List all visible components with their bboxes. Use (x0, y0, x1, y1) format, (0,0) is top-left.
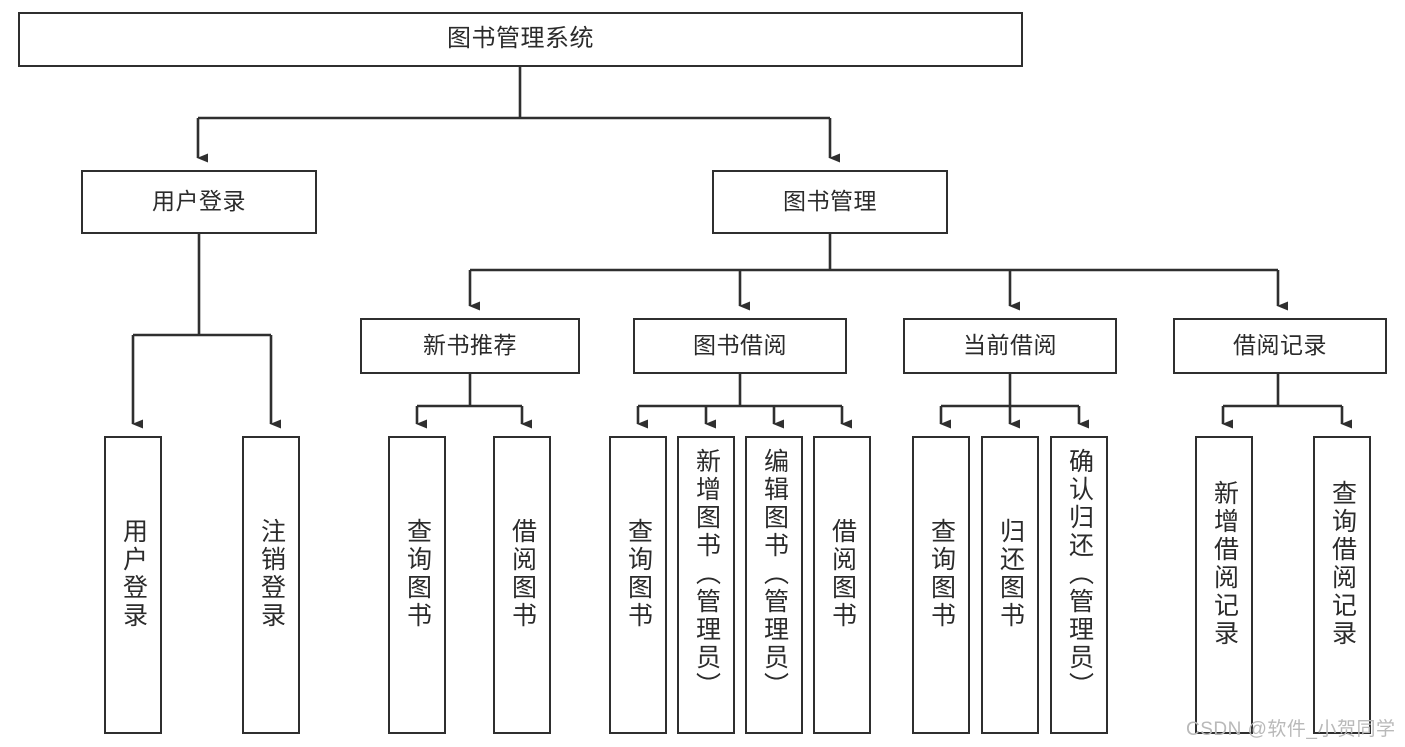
node-leaf-query-book-2[interactable]: 查询图书 (609, 436, 667, 734)
node-leaf-query-book-1-label: 查询图书 (403, 518, 432, 630)
node-leaf-edit-book-admin-label: 编辑图书（管理员） (760, 448, 789, 700)
node-new-book-recommend[interactable]: 新书推荐 (360, 318, 580, 374)
node-leaf-return-book[interactable]: 归还图书 (981, 436, 1039, 734)
node-user-login[interactable]: 用户登录 (81, 170, 317, 234)
node-leaf-query-borrow-record-label: 查询借阅记录 (1328, 480, 1357, 648)
node-leaf-query-book-2-label: 查询图书 (624, 518, 653, 630)
node-leaf-borrow-book-2-label: 借阅图书 (828, 518, 857, 630)
node-book-management[interactable]: 图书管理 (712, 170, 948, 234)
node-leaf-edit-book-admin[interactable]: 编辑图书（管理员） (745, 436, 803, 734)
node-book-borrow[interactable]: 图书借阅 (633, 318, 847, 374)
node-leaf-add-borrow-record[interactable]: 新增借阅记录 (1195, 436, 1253, 734)
node-new-book-recommend-label: 新书推荐 (423, 332, 517, 359)
node-leaf-borrow-book-1-label: 借阅图书 (508, 518, 537, 630)
node-leaf-return-book-label: 归还图书 (996, 518, 1025, 630)
node-borrow-record-label: 借阅记录 (1233, 332, 1327, 359)
node-book-borrow-label: 图书借阅 (693, 332, 787, 359)
node-leaf-query-book-3[interactable]: 查询图书 (912, 436, 970, 734)
node-leaf-borrow-book-1[interactable]: 借阅图书 (493, 436, 551, 734)
node-leaf-add-book-admin[interactable]: 新增图书（管理员） (677, 436, 735, 734)
node-leaf-add-book-admin-label: 新增图书（管理员） (692, 448, 721, 700)
node-leaf-confirm-return-admin-label: 确认归还（管理员） (1065, 448, 1094, 700)
node-leaf-user-login[interactable]: 用户登录 (104, 436, 162, 734)
node-borrow-record[interactable]: 借阅记录 (1173, 318, 1387, 374)
node-user-login-label: 用户登录 (152, 188, 246, 215)
node-leaf-logout-login[interactable]: 注销登录 (242, 436, 300, 734)
node-leaf-query-book-3-label: 查询图书 (927, 518, 956, 630)
node-root-label: 图书管理系统 (447, 25, 594, 53)
csdn-watermark: CSDN @软件_小贺同学 (1186, 719, 1396, 740)
node-current-borrow[interactable]: 当前借阅 (903, 318, 1117, 374)
node-leaf-borrow-book-2[interactable]: 借阅图书 (813, 436, 871, 734)
node-leaf-logout-login-label: 注销登录 (257, 518, 286, 630)
node-current-borrow-label: 当前借阅 (963, 332, 1057, 359)
node-leaf-query-book-1[interactable]: 查询图书 (388, 436, 446, 734)
node-book-management-label: 图书管理 (783, 188, 877, 215)
node-leaf-user-login-label: 用户登录 (119, 518, 148, 630)
node-leaf-add-borrow-record-label: 新增借阅记录 (1210, 480, 1239, 648)
node-root[interactable]: 图书管理系统 (18, 12, 1023, 67)
node-leaf-query-borrow-record[interactable]: 查询借阅记录 (1313, 436, 1371, 734)
node-leaf-confirm-return-admin[interactable]: 确认归还（管理员） (1050, 436, 1108, 734)
